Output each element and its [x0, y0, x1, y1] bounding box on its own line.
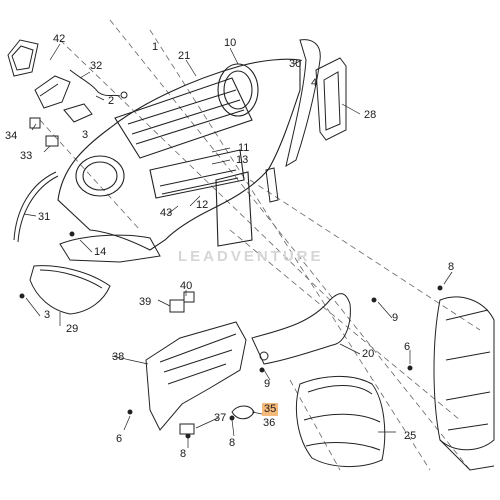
callout-9b: 9: [392, 312, 399, 324]
callout-3b: 3: [44, 309, 51, 321]
part-42-bracket: [7, 39, 39, 77]
callout-31: 31: [38, 211, 51, 223]
callout-20: 20: [362, 348, 375, 360]
trim-31-panel-29: [13, 171, 161, 315]
callout-10: 10: [224, 37, 237, 49]
callout-14: 14: [94, 246, 107, 258]
callout-2: 2: [108, 95, 115, 107]
callout-11: 11: [238, 142, 250, 154]
callout-32: 32: [90, 60, 103, 72]
callout-43: 43: [160, 207, 173, 219]
callout-8c: 8: [448, 261, 455, 273]
callout-21: 21: [178, 50, 191, 62]
callout-9a: 9: [264, 378, 271, 390]
callout-8a: 8: [180, 448, 187, 460]
callout-36: 36: [263, 417, 276, 429]
callout-40: 40: [180, 280, 193, 292]
callout-25: 25: [404, 430, 417, 442]
callout-3a: 3: [82, 129, 89, 141]
panel-20: [251, 293, 351, 365]
callout-29: 29: [66, 323, 79, 335]
callout-4: 4: [311, 77, 318, 89]
side-trim-30-28: [265, 39, 347, 203]
lower-cover-25: [231, 375, 386, 468]
callout-12: 12: [196, 199, 209, 211]
callout-28: 28: [364, 109, 377, 121]
fasteners: [19, 231, 443, 439]
callout-leaders: [23, 43, 453, 448]
watermark: LEADVENTURE: [178, 248, 324, 265]
callout-13: 13: [236, 154, 249, 166]
callout-33: 33: [20, 150, 33, 162]
callout-30: 30: [289, 58, 302, 70]
callout-6b: 6: [404, 341, 411, 353]
callout-8b: 8: [229, 437, 236, 449]
harness-parts: [29, 69, 128, 147]
lower-panel-38: [145, 291, 247, 435]
callout-34: 34: [5, 130, 18, 142]
right-bracket-assembly: [433, 296, 495, 471]
callout-35: 35: [262, 403, 279, 416]
callout-6a: 6: [116, 433, 123, 445]
callout-38: 38: [112, 351, 125, 363]
callout-1: 1: [152, 41, 159, 53]
callout-39: 39: [139, 296, 152, 308]
callout-42: 42: [53, 33, 66, 45]
inner-fairing-21: [57, 58, 301, 251]
dashed-leader-lines: [39, 19, 481, 471]
callout-37: 37: [214, 412, 227, 424]
